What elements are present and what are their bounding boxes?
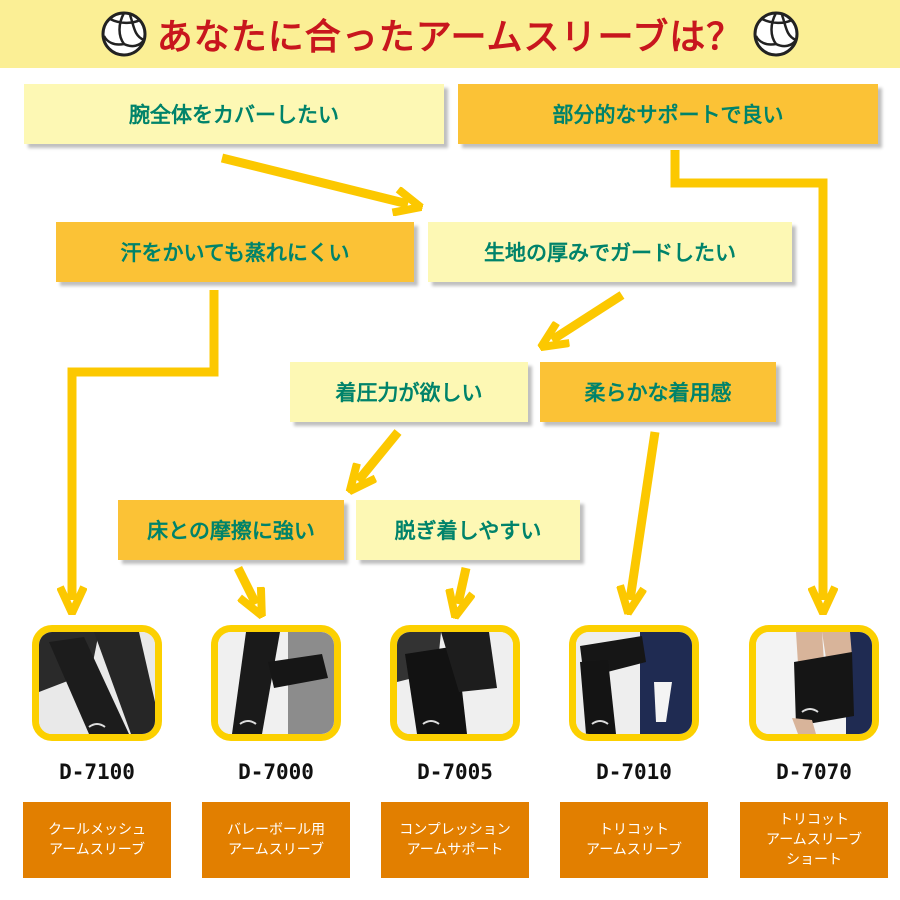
product-code: D-7000: [238, 760, 314, 784]
question-cover-whole-arm: 腕全体をカバーしたい: [24, 84, 444, 144]
product-code: D-7070: [776, 760, 852, 784]
question-floor-friction: 床との摩擦に強い: [118, 500, 344, 560]
product-photo-d7005: [390, 625, 520, 741]
arrow-cover-to-guard: [220, 153, 408, 204]
question-fabric-guard: 生地の厚みでガードしたい: [428, 222, 792, 282]
volleyball-icon: [101, 11, 147, 57]
product-name-box: トリコット アームスリーブ: [560, 802, 708, 878]
product-name-box: バレーボール用 アームスリーブ: [202, 802, 350, 878]
question-no-stuffiness: 汗をかいても蒸れにくい: [56, 222, 414, 282]
product-code: D-7010: [596, 760, 672, 784]
header-banner: [0, 0, 900, 68]
product-photo-d7000: [211, 625, 341, 741]
question-soft-fit: 柔らかな着用感: [540, 362, 776, 422]
product-photo-d7100: [32, 625, 162, 741]
page-title: あなたに合ったアームスリーブは？: [156, 17, 744, 58]
question-easy-wear: 脱ぎ着しやすい: [356, 500, 580, 560]
product-name-box: クールメッシュ アームスリーブ: [23, 802, 171, 878]
product-code: D-7005: [417, 760, 493, 784]
arrow-easy-to-7005: [458, 567, 466, 604]
product-name-box: トリコット アームスリーブ ショート: [740, 802, 888, 878]
product-code: D-7100: [59, 760, 135, 784]
question-partial-support: 部分的なサポートで良い: [458, 84, 878, 144]
arrow-soft-to-7010: [630, 431, 660, 600]
arrow-partial-to-7070: [670, 150, 823, 600]
product-name-box: コンプレッション アームサポート: [381, 802, 529, 878]
arrow-compression-to-friction: [358, 429, 402, 481]
arrow-friction-to-7000: [233, 565, 256, 604]
volleyball-icon: [753, 11, 799, 57]
question-compression: 着圧力が欲しい: [290, 362, 528, 422]
product-photo-d7010: [569, 625, 699, 741]
arrow-stuffiness-to-7100: [72, 290, 219, 600]
arrow-guard-to-compression: [552, 291, 625, 340]
product-photo-d7070: [749, 625, 879, 741]
